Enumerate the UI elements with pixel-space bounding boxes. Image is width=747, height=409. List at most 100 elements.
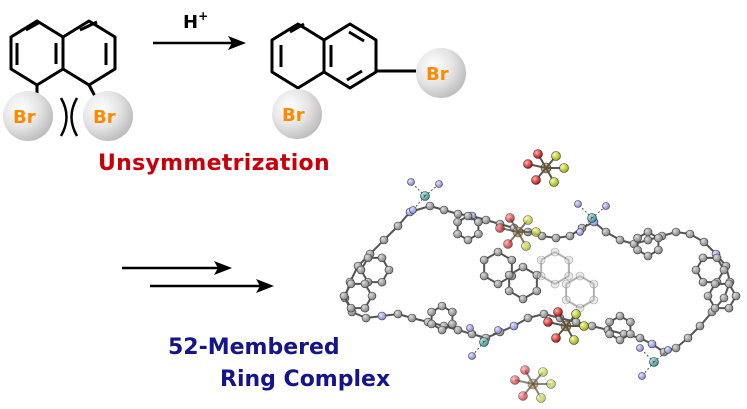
crystal-atom [654,233,663,243]
crystal-atom [504,270,514,280]
crystal-atom [561,279,571,289]
crystal-atom [712,253,722,263]
crystal-atom [719,293,729,303]
crystal-atom [437,325,447,335]
reaction-arrow [153,36,246,50]
bromine-label: Br [426,64,449,85]
crystal-atom [546,379,556,389]
crystal-atom [523,215,533,225]
crystal-atom [698,253,708,263]
crystal-atom [724,303,734,313]
crystal-atom [356,265,366,275]
crystal-atom [360,279,370,289]
crystal-atom [571,317,581,327]
crystal-bond [565,299,581,309]
crystal-atom [664,346,672,354]
crystal-atom [507,255,517,265]
crystal-atom [532,270,542,280]
crystal-atom [479,271,489,281]
crystal-atom [363,253,373,263]
crystal-atom [724,279,734,289]
crystal-atom [523,159,533,169]
crystal-bond [565,275,581,285]
crystal-atom [579,321,589,331]
crystal-atom [495,223,505,233]
crystal-atom [576,228,584,236]
crystal-atom [559,163,569,173]
crystal-bond [540,275,556,285]
crystal-atom [439,205,449,215]
crystal-bond [483,329,499,343]
crystal-atom [553,307,563,317]
crystal-atom [360,303,370,313]
crystal-atom [551,333,561,343]
reagent-label: H+ [183,9,208,33]
reactant-right-ring [61,19,117,87]
crystal-atom [377,277,387,287]
crystal-atom [367,291,377,301]
crystal-atom [533,149,543,159]
crystal-atom [710,279,720,289]
steric-repulsion-icon [59,97,79,137]
crystal-atom [695,321,705,331]
crystal-atom [643,235,653,245]
crystal-atom [435,180,443,188]
crystal-atom [543,317,553,327]
crystal-atom [671,343,681,353]
crystal-atom [602,202,610,210]
crystal-atom [453,325,463,335]
crystal-atom [521,241,531,251]
bromine-label: Br [13,107,36,128]
crystal-atom [503,239,513,249]
bromine-sphere [416,48,466,98]
crystal-atom [407,313,417,323]
bromine-sphere [3,91,53,141]
crystal-atom [409,206,417,214]
crystal-atom [683,333,693,343]
crystal-atom [520,365,530,375]
crystal-atom [643,227,653,237]
crystal-atom [703,291,713,301]
crystal-atom [550,279,560,289]
crystal-atom [626,317,635,327]
crystal-atom [633,245,642,255]
crystal-bond [579,217,593,233]
crystal-atom [685,229,695,239]
crystal-bond [579,299,595,309]
crystal-atom [474,229,483,239]
crystal-atom [549,177,559,187]
crystal-atom [539,309,549,319]
crystal-atom [448,319,457,329]
crystal-atom [589,279,599,289]
crystal-atom [561,295,571,305]
crystal-bond [579,275,595,285]
crystal-atom [605,317,614,327]
bromine-label: Br [282,105,305,126]
crystal-atom [379,235,389,245]
crystal-atom [601,227,611,237]
crystal-atom [551,151,561,161]
crystal-atom [479,255,489,265]
crystal-atom [551,233,561,243]
crystal-bond [554,251,570,261]
crystal-atom [427,319,436,329]
crystal-bond [653,349,669,363]
crystal-atom [468,352,476,360]
crystal-atom [453,229,462,239]
crystal-atom [377,311,387,321]
crystal-atom [575,271,585,281]
crystal-bond [554,275,570,285]
crystal-atom [518,391,528,401]
crystal-bond [591,205,607,219]
crystal-atom [339,291,349,301]
bromine-sphere [83,91,133,141]
crystal-atom [427,307,436,317]
crystal-atom [536,393,546,403]
crystal-atom [589,295,599,305]
crystal-atom [569,335,579,345]
crystal-atom [384,265,394,275]
crystal-atom [532,286,542,296]
crystal-atom [710,303,720,313]
process-label: Unsymmetrization [98,151,330,176]
